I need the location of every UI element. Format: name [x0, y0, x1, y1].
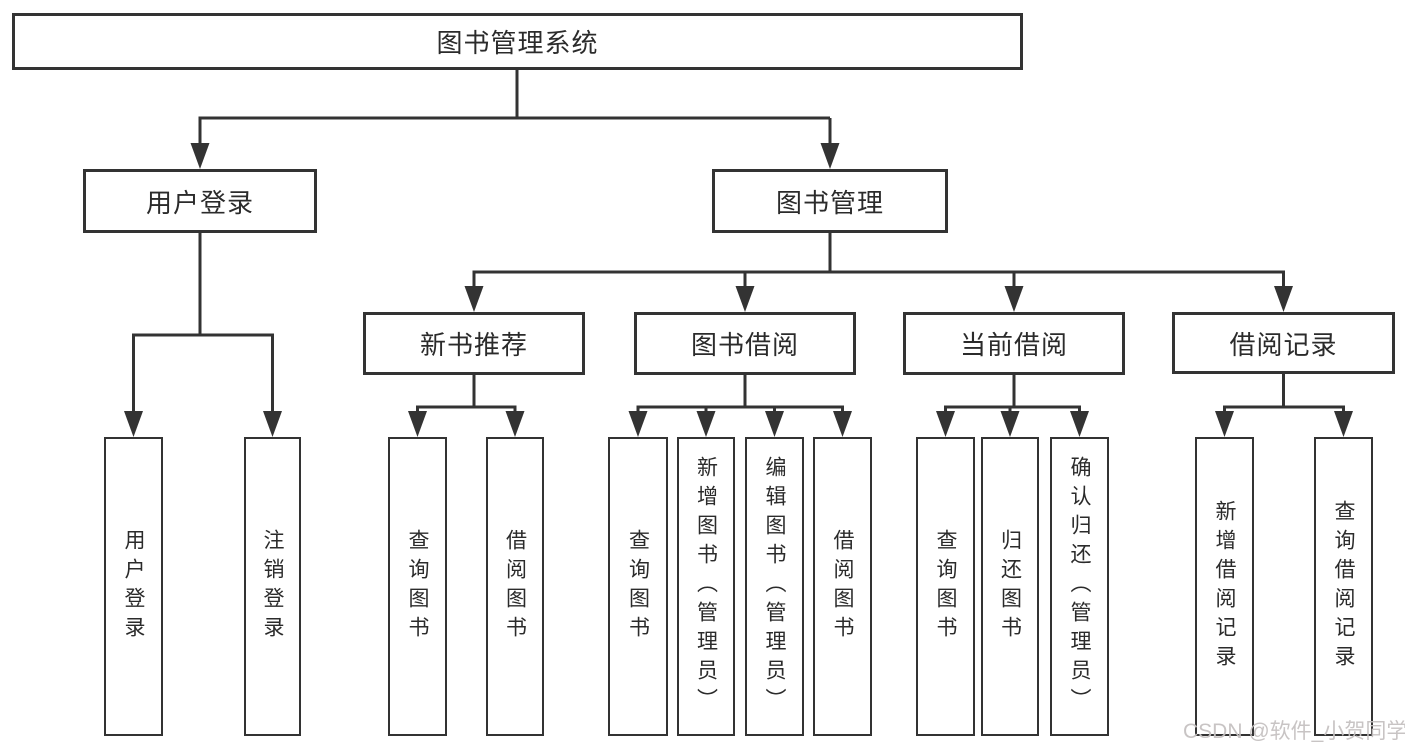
leaf-return-book: 归还图书: [981, 437, 1039, 736]
arrow-down-icon: [505, 411, 525, 437]
node-borrow-records: 借阅记录: [1172, 312, 1395, 374]
node-book-borrow: 图书借阅: [634, 312, 856, 375]
arrow-down-icon: [1070, 411, 1089, 437]
leaf-user-login: 用户登录: [104, 437, 163, 736]
node-label: 当前借阅: [959, 330, 1068, 360]
leaf-label: 借阅图书: [503, 528, 527, 645]
leaf-label: 借阅图书: [831, 528, 854, 645]
leaf-confirm-return-admin: 确认归还（管理员）: [1050, 437, 1109, 736]
arrow-down-icon: [820, 143, 840, 169]
arrow-down-icon: [1000, 411, 1020, 437]
node-label: 图书借阅: [690, 330, 799, 360]
leaf-edit-book-admin: 编辑图书（管理员）: [745, 437, 804, 736]
leaf-query-books-current: 查询图书: [916, 437, 975, 736]
leaf-label: 查询图书: [406, 528, 429, 645]
arrow-down-icon: [735, 286, 755, 312]
leaf-add-borrow-record: 新增借阅记录: [1195, 437, 1254, 736]
arrow-down-icon: [124, 411, 143, 437]
leaf-label: 查询借阅记录: [1332, 499, 1355, 674]
leaf-logout: 注销登录: [244, 437, 301, 736]
arrow-down-icon: [1004, 286, 1024, 312]
node-label: 图书管理系统: [436, 28, 599, 58]
leaf-label: 新增借阅记录: [1213, 499, 1236, 674]
arrow-down-icon: [1334, 411, 1353, 437]
arrowheads: [124, 143, 1353, 437]
arrow-down-icon: [1215, 411, 1234, 437]
arrow-down-icon: [696, 411, 716, 437]
csdn-watermark: CSDN @软件_小贺同学: [1183, 720, 1405, 743]
leaf-label: 注销登录: [261, 528, 284, 645]
leaf-borrow-books: 借阅图书: [813, 437, 872, 736]
node-user-login: 用户登录: [83, 169, 317, 233]
arrow-down-icon: [263, 411, 282, 437]
node-library-management-system: 图书管理系统: [12, 13, 1023, 70]
leaf-label: 查询图书: [626, 528, 650, 645]
leaf-label: 查询图书: [934, 528, 957, 645]
node-label: 借阅记录: [1229, 329, 1338, 360]
leaf-label: 新增图书（管理员）: [694, 456, 718, 717]
leaf-query-books-borrow: 查询图书: [608, 437, 668, 736]
leaf-label: 确认归还（管理员）: [1068, 456, 1091, 717]
arrow-down-icon: [190, 143, 210, 169]
node-label: 新书推荐: [419, 330, 528, 360]
leaf-label: 用户登录: [122, 528, 145, 645]
node-book-management: 图书管理: [712, 169, 948, 233]
leaf-borrow-books-recommend: 借阅图书: [486, 437, 544, 736]
leaf-label: 归还图书: [998, 528, 1022, 645]
node-label: 图书管理: [775, 187, 884, 218]
leaf-query-books-recommend: 查询图书: [388, 437, 447, 736]
arrow-down-icon: [464, 286, 484, 312]
leaf-add-book-admin: 新增图书（管理员）: [677, 437, 735, 736]
arrow-down-icon: [1274, 286, 1293, 312]
arrow-down-icon: [833, 411, 852, 437]
node-current-borrow: 当前借阅: [903, 312, 1125, 375]
arrow-down-icon: [408, 411, 427, 437]
leaf-label: 编辑图书（管理员）: [763, 456, 786, 717]
leaf-query-borrow-record: 查询借阅记录: [1314, 437, 1373, 736]
node-label: 用户登录: [145, 187, 254, 218]
arrow-down-icon: [628, 411, 648, 437]
arrow-down-icon: [765, 411, 784, 437]
node-new-book-recommend: 新书推荐: [363, 312, 585, 375]
arrow-down-icon: [936, 411, 955, 437]
